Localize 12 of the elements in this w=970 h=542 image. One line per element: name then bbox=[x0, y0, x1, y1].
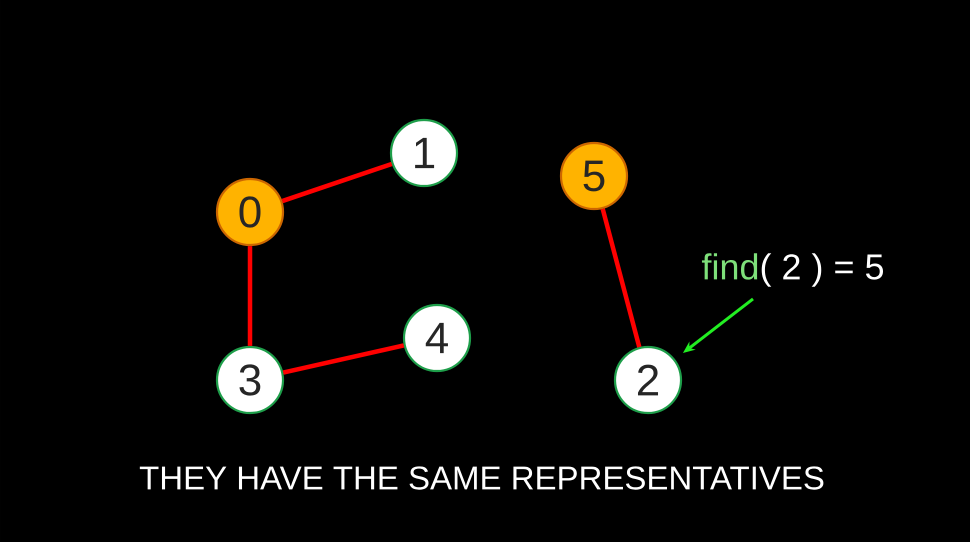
graph-edge bbox=[248, 246, 252, 346]
graph-edge bbox=[600, 208, 642, 348]
graph-edge bbox=[282, 162, 392, 204]
function-call-label: find( 2 ) = 5 bbox=[702, 253, 884, 287]
graph-node: 4 bbox=[402, 304, 472, 372]
graph-node: 5 bbox=[560, 142, 628, 210]
graph-node: 3 bbox=[216, 346, 284, 414]
graph-node: 1 bbox=[390, 118, 458, 188]
graph-node: 0 bbox=[216, 178, 284, 246]
caption: THEY HAVE THE SAME REPRESENTATIVES bbox=[140, 466, 824, 490]
graph-edge bbox=[282, 343, 404, 375]
graph-node: 2 bbox=[614, 346, 682, 414]
